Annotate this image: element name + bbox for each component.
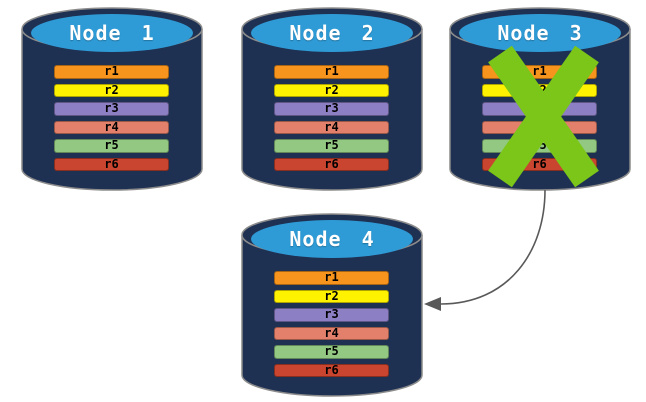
- replica-list: r1 r2 r3 r4 r5 r6: [274, 271, 389, 377]
- cylinder-top-face: [251, 14, 413, 52]
- failover-arrowhead: [424, 297, 441, 311]
- replica-bar: r2: [274, 289, 389, 303]
- replica-bar: r3: [274, 308, 389, 322]
- replica-bar: r4: [54, 120, 169, 134]
- node-3: Node 3 r1 r2 r3 r4 r5 r6: [448, 0, 632, 192]
- replica-bar: r3: [54, 102, 169, 116]
- node-2: Node 2 r1 r2 r3 r4 r5 r6: [240, 0, 424, 192]
- replica-list: r1 r2 r3 r4 r5 r6: [274, 65, 389, 171]
- replica-bar: r6: [274, 157, 389, 171]
- failure-x-icon: [488, 45, 599, 188]
- replica-bar: r6: [274, 363, 389, 377]
- replica-bar: r4: [274, 326, 389, 340]
- cylinder-top-face: [31, 14, 193, 52]
- failover-arrow-curve: [440, 189, 546, 305]
- replica-list: r1 r2 r3 r4 r5 r6: [54, 65, 169, 171]
- replica-bar: r2: [274, 83, 389, 97]
- replica-bar: r2: [54, 83, 169, 97]
- cylinder-top-face: [459, 14, 621, 52]
- replica-bar: r1: [54, 65, 169, 79]
- replica-bar: r5: [274, 139, 389, 153]
- replica-bar: r5: [274, 345, 389, 359]
- node-4: Node 4 r1 r2 r3 r4 r5 r6: [240, 206, 424, 398]
- node-1: Node 1 r1 r2 r3 r4 r5 r6: [20, 0, 204, 192]
- replica-bar: r4: [274, 120, 389, 134]
- replica-bar: r1: [274, 65, 389, 79]
- node-title: Node 4: [289, 227, 375, 251]
- replica-bar: r6: [54, 157, 169, 171]
- replica-bar: r3: [274, 102, 389, 116]
- node-title: Node 2: [289, 21, 375, 45]
- node-title: Node 3: [497, 21, 583, 45]
- cylinder-top-face: [251, 220, 413, 258]
- replica-bar: r5: [54, 139, 169, 153]
- node-title: Node 1: [69, 21, 155, 45]
- replica-bar: r1: [274, 271, 389, 285]
